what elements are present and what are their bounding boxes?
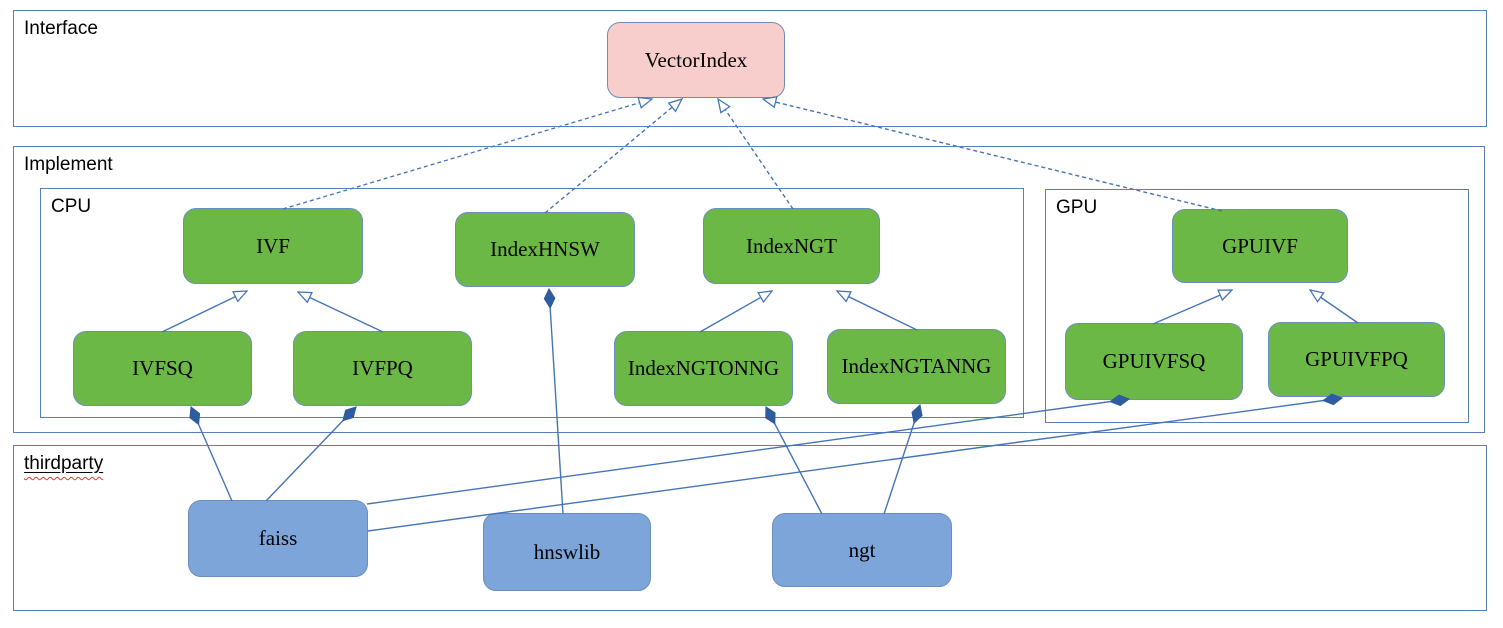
node-gpuivfsq[interactable]: GPUIVFSQ: [1065, 323, 1243, 400]
node-ngt[interactable]: ngt: [772, 513, 952, 587]
node-faiss[interactable]: faiss: [188, 500, 368, 577]
node-gpuivfsq-label: GPUIVFSQ: [1102, 349, 1206, 373]
node-indexngtonng[interactable]: IndexNGTONNG: [614, 331, 793, 406]
node-indexhnsw[interactable]: IndexHNSW: [455, 212, 635, 287]
node-ivf[interactable]: IVF: [183, 208, 363, 284]
node-gpuivf[interactable]: GPUIVF: [1172, 209, 1348, 283]
node-vectorindex-label: VectorIndex: [644, 47, 748, 72]
node-indexngt[interactable]: IndexNGT: [703, 208, 880, 284]
container-cpu-label: CPU: [51, 196, 92, 217]
node-faiss-label: faiss: [258, 526, 298, 550]
node-indexngt-label: IndexNGT: [746, 233, 837, 258]
node-ivfsq-label: IVFSQ: [132, 356, 193, 380]
node-indexngtanng[interactable]: IndexNGTANNG: [827, 329, 1006, 404]
node-indexngtonng-label: IndexNGTONNG: [627, 356, 780, 380]
container-thirdparty-label: thirdparty: [24, 453, 104, 474]
node-ivf-label: IVF: [256, 233, 290, 258]
container-implement-label: Implement: [24, 154, 113, 175]
node-ivfsq[interactable]: IVFSQ: [73, 331, 252, 406]
node-vectorindex[interactable]: VectorIndex: [607, 22, 785, 98]
node-hnswlib-label: hnswlib: [533, 539, 601, 564]
node-gpuivfpq[interactable]: GPUIVFPQ: [1268, 322, 1445, 397]
node-hnswlib[interactable]: hnswlib: [483, 513, 651, 591]
node-ivfpq[interactable]: IVFPQ: [293, 331, 472, 406]
node-gpuivfpq-label: GPUIVFPQ: [1305, 347, 1408, 371]
node-indexhnsw-label: IndexHNSW: [490, 237, 600, 261]
node-ngt-label: ngt: [848, 537, 876, 562]
container-gpu-label: GPU: [1056, 197, 1098, 218]
node-indexngtanng-label: IndexNGTANNG: [841, 354, 992, 378]
node-gpuivf-label: GPUIVF: [1222, 233, 1298, 258]
node-ivfpq-label: IVFPQ: [352, 356, 413, 380]
container-interface-label: Interface: [24, 18, 98, 39]
